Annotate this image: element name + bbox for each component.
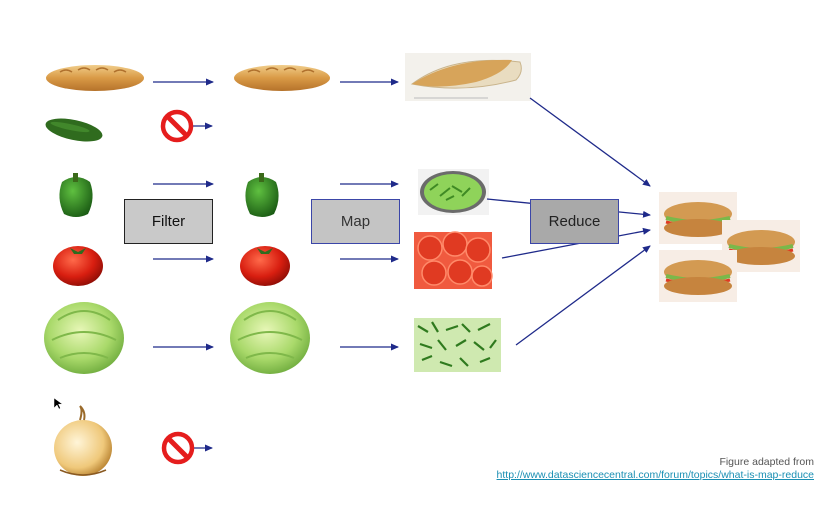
reduce-label: Reduce: [548, 213, 601, 230]
tomato-image-filtered: [240, 246, 290, 286]
sandwich-image: [659, 250, 737, 302]
reduce-step-box: Reduce: [530, 199, 619, 244]
cursor-icon: [53, 397, 64, 410]
sliced-tomato-image: [414, 231, 493, 289]
filter-label: Filter: [151, 213, 186, 230]
green-pepper-image-raw: [59, 173, 93, 217]
map-label: Map: [340, 213, 371, 230]
no-sign-icon: [160, 109, 194, 143]
map-step-box: Map: [311, 199, 400, 244]
sliced-pepper-image: [418, 169, 489, 215]
onion-image: [54, 405, 112, 476]
sliced-bread-image: [405, 53, 531, 101]
map-arrows: [340, 78, 399, 351]
lettuce-image-raw: [44, 302, 124, 374]
cucumber-image: [45, 118, 103, 142]
sandwich-image: [659, 192, 737, 244]
tomato-image-raw: [53, 246, 103, 286]
figure-caption: Figure adapted from http://www.datascien…: [497, 456, 814, 482]
filter-step-box: Filter: [124, 199, 213, 244]
source-link[interactable]: http://www.datasciencecentral.com/forum/…: [496, 469, 814, 481]
green-pepper-image-filtered: [245, 173, 279, 217]
bread-image-filtered: [234, 65, 330, 91]
bread-image-raw: [46, 65, 144, 91]
shredded-lettuce-image: [414, 318, 501, 372]
no-sign-icon: [161, 431, 195, 465]
caption-text: Figure adapted from: [719, 456, 814, 468]
lettuce-image-filtered: [230, 302, 310, 374]
